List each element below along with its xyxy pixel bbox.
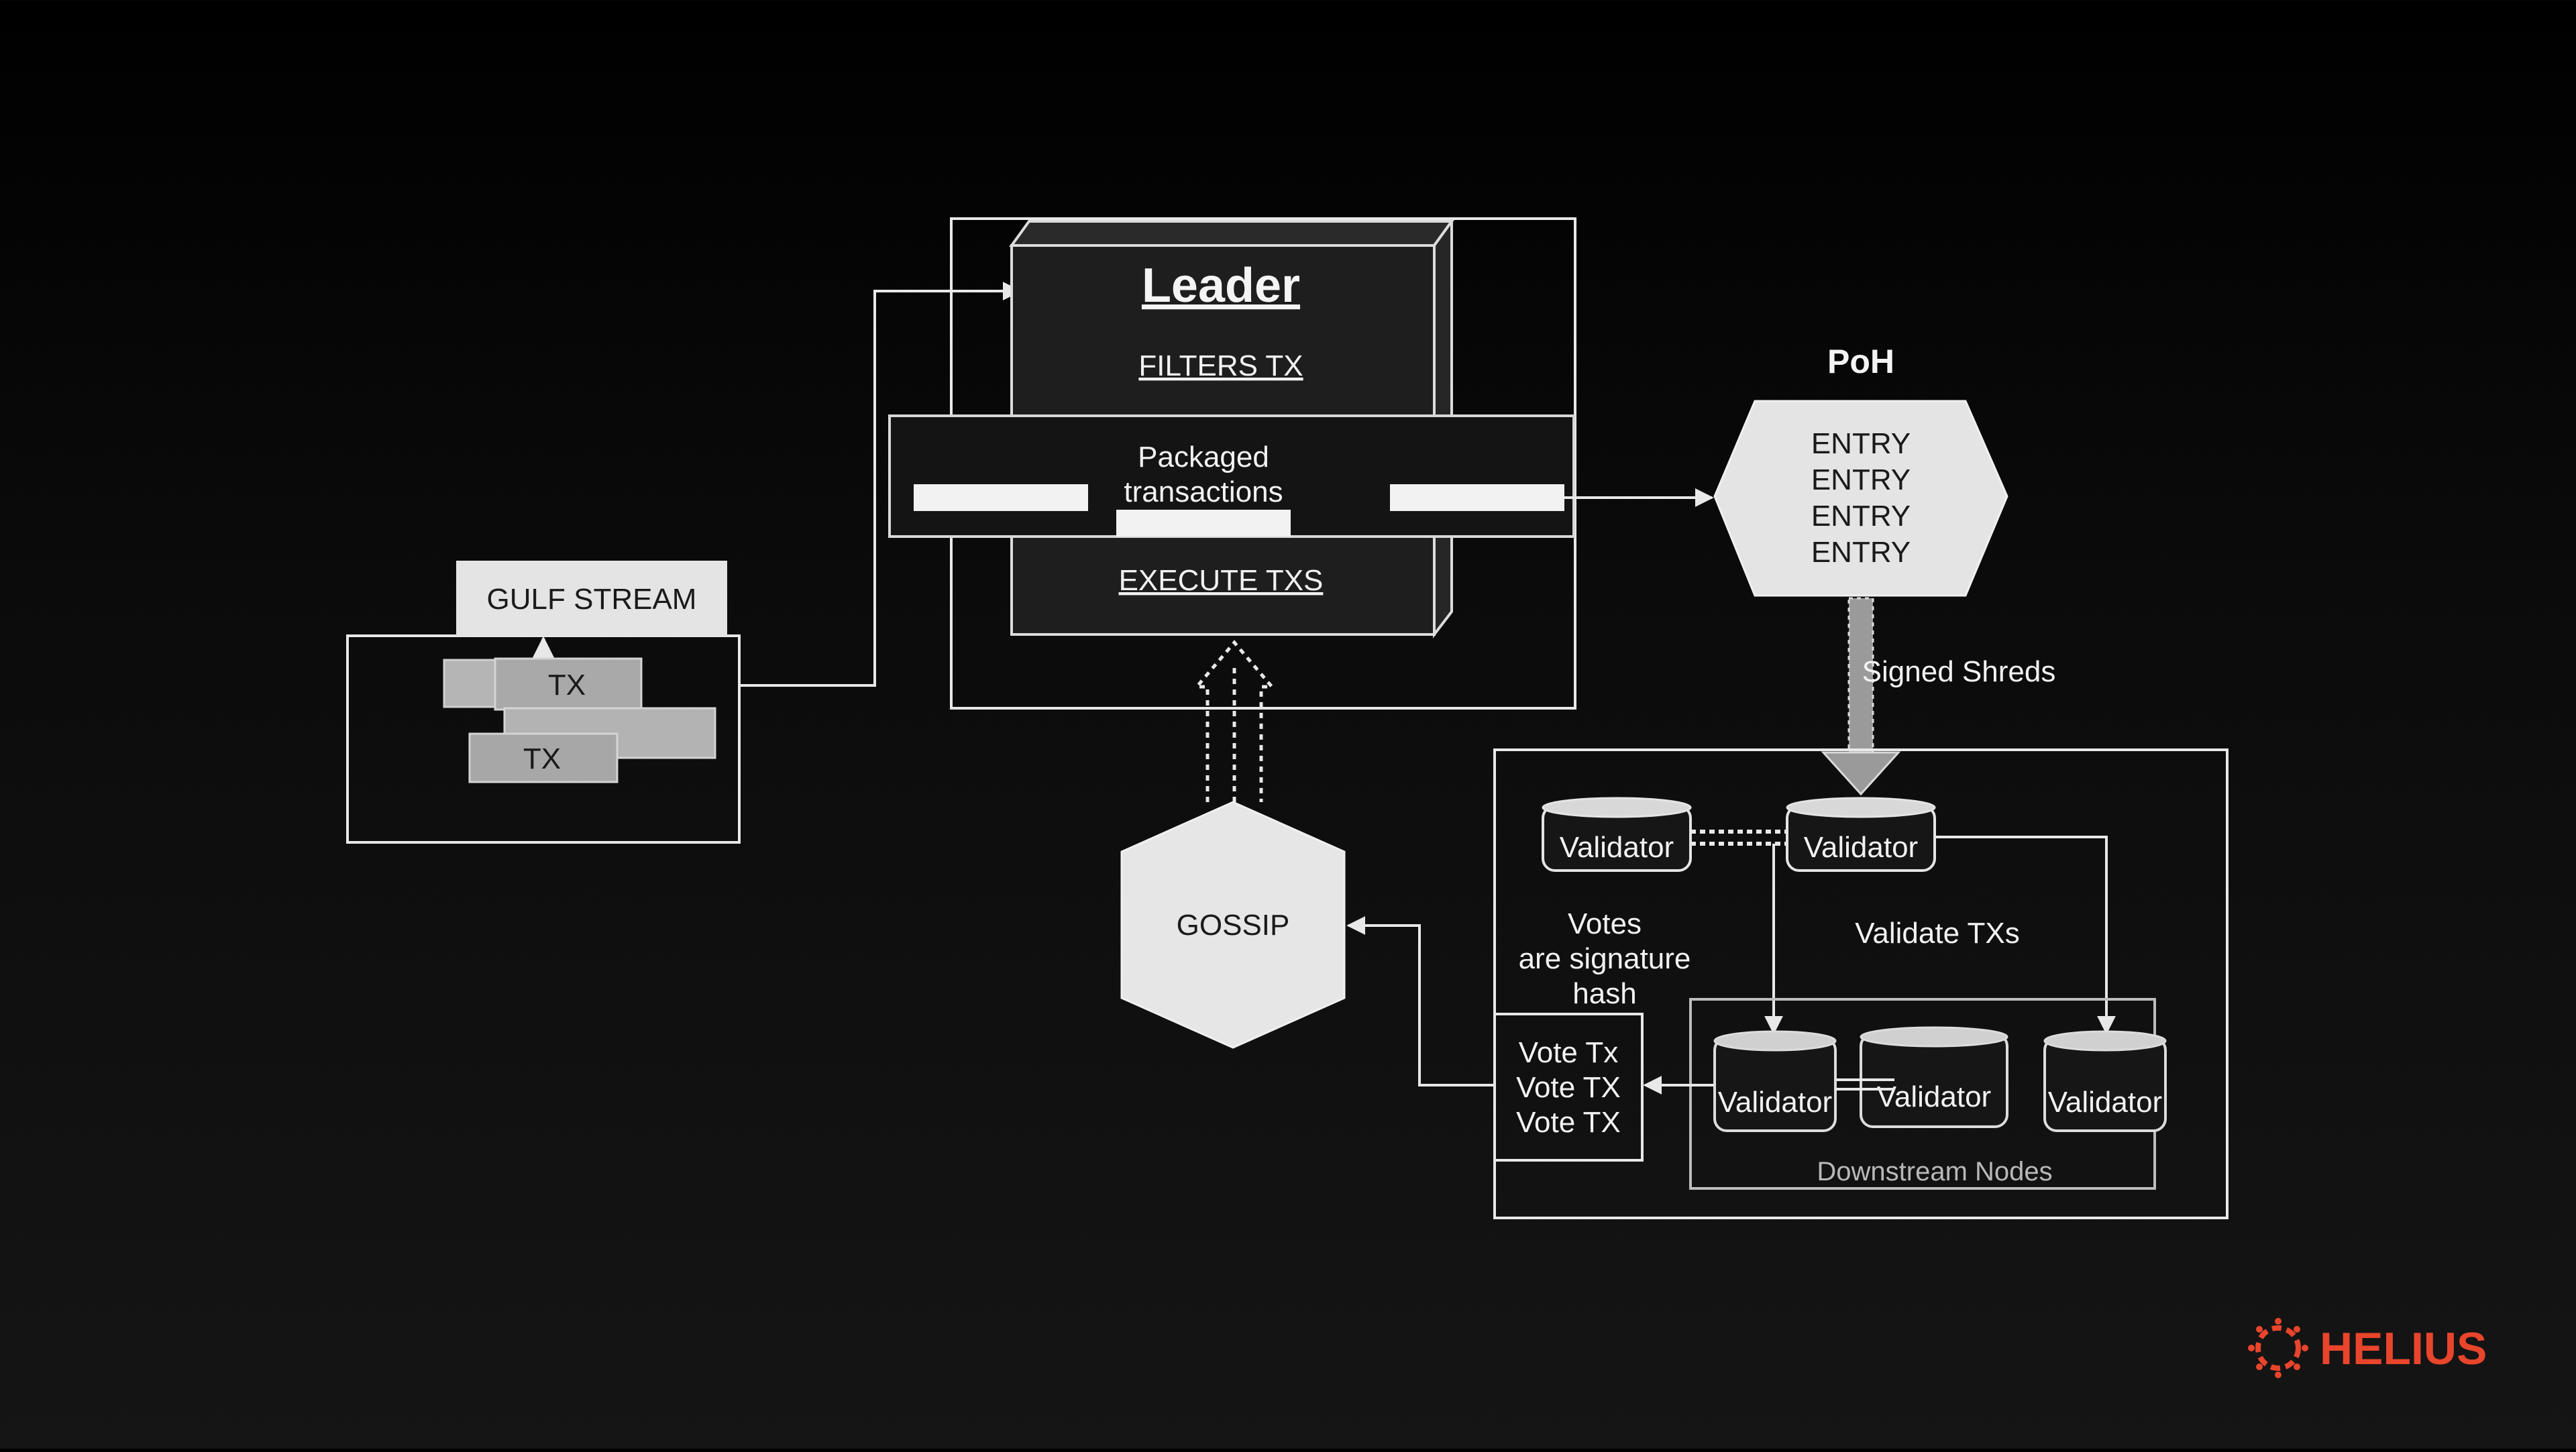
validator-top-left-label: Validator (1560, 831, 1674, 864)
vote-tx-3: Vote TX (1516, 1106, 1621, 1139)
downstream-validator-3: Validator (2043, 1030, 2167, 1132)
gulf-stream-group: GULF STREAM TX TX (346, 561, 741, 844)
votes-line-1: Votes (1568, 907, 1642, 940)
downstream-validator-1-label: Validator (1718, 1086, 1832, 1119)
packet-slot-right (1390, 484, 1564, 511)
signed-shreds-shaft (1847, 597, 1874, 755)
validators-frame (1493, 748, 2229, 1219)
tx-packet-2 (468, 732, 619, 783)
vote-txs-box (1493, 1013, 1644, 1162)
gulf-to-leader-arrow (739, 282, 1022, 687)
gulf-stream-label: GULF STREAM (487, 583, 697, 616)
packaged-line-2: transactions (1124, 476, 1283, 508)
signed-shreds-arrowhead (1821, 751, 1901, 796)
poh-entry-4: ENTRY (1811, 536, 1911, 569)
validate-txs-label: Validate TXs (1855, 917, 2019, 950)
vote-tx-2: Vote TX (1516, 1071, 1621, 1104)
downstream-validator-3-cap (2043, 1030, 2167, 1052)
poh-entry-1: ENTRY (1811, 427, 1911, 460)
poh-entry-3: ENTRY (1811, 500, 1911, 533)
downstream-nodes-label: Downstream Nodes (1817, 1157, 2052, 1186)
validators-group: Validator Validator Validate TXs Votes a… (1493, 748, 2229, 1219)
votes-to-gossip-arrow (1346, 916, 1495, 1086)
filters-tx-label: FILTERS TX (1138, 349, 1303, 382)
packet-slot-mid (1116, 510, 1291, 537)
validator-top-left: Validator (1542, 797, 1692, 872)
vote-tx-1: Vote Tx (1519, 1036, 1618, 1069)
gossip-up-arrow (1193, 640, 1276, 802)
gossip-group: GOSSIP (1120, 640, 1346, 1049)
leader-group: Leader FILTERS TX Packaged transactions … (888, 217, 1576, 710)
poh-group: PoH ENTRY ENTRY ENTRY ENTRY Signed Shred… (1713, 343, 2056, 796)
tx-label-2: TX (523, 742, 561, 775)
helius-sun-icon (2248, 1318, 2308, 1378)
poh-hexagon (1713, 400, 2008, 597)
gossip-hexagon (1120, 801, 1346, 1049)
execute-txs-label: EXECUTE TXS (1119, 564, 1324, 597)
gulf-stream-box (456, 561, 727, 636)
votes-line-2: are signature (1519, 942, 1691, 975)
downstream-validator-2-label: Validator (1877, 1080, 1991, 1113)
validator-top-right: Validator (1786, 797, 1936, 872)
votes-line-3: hash (1572, 977, 1636, 1010)
poh-entry-2: ENTRY (1811, 463, 1911, 496)
validator-top-right-label: Validator (1804, 831, 1918, 864)
helius-wordmark: HELIUS (2320, 1323, 2487, 1374)
poh-title: PoH (1827, 343, 1894, 380)
gossip-label: GOSSIP (1177, 909, 1290, 942)
validator-top-left-cap (1542, 797, 1692, 818)
validator-top-right-cap (1786, 797, 1936, 818)
downstream-validator-3-label: Validator (2048, 1086, 2162, 1119)
tx-label-1: TX (548, 669, 586, 702)
signed-shreds-label: Signed Shreds (1862, 655, 2056, 688)
downstream-validator-2: Validator (1860, 1026, 2008, 1128)
validate-arrow-right (1935, 836, 2116, 1035)
packet-slot-left (914, 484, 1088, 511)
leader-title: Leader (1142, 259, 1300, 313)
leader-block-top (1009, 220, 1454, 247)
downstream-validator-1: Validator (1713, 1030, 1837, 1132)
downstream-validator-2-cap (1860, 1026, 2008, 1048)
helius-logo: HELIUS (2248, 1318, 2487, 1378)
packaged-line-1: Packaged (1138, 441, 1269, 473)
downstream-validator-1-cap (1713, 1030, 1837, 1052)
